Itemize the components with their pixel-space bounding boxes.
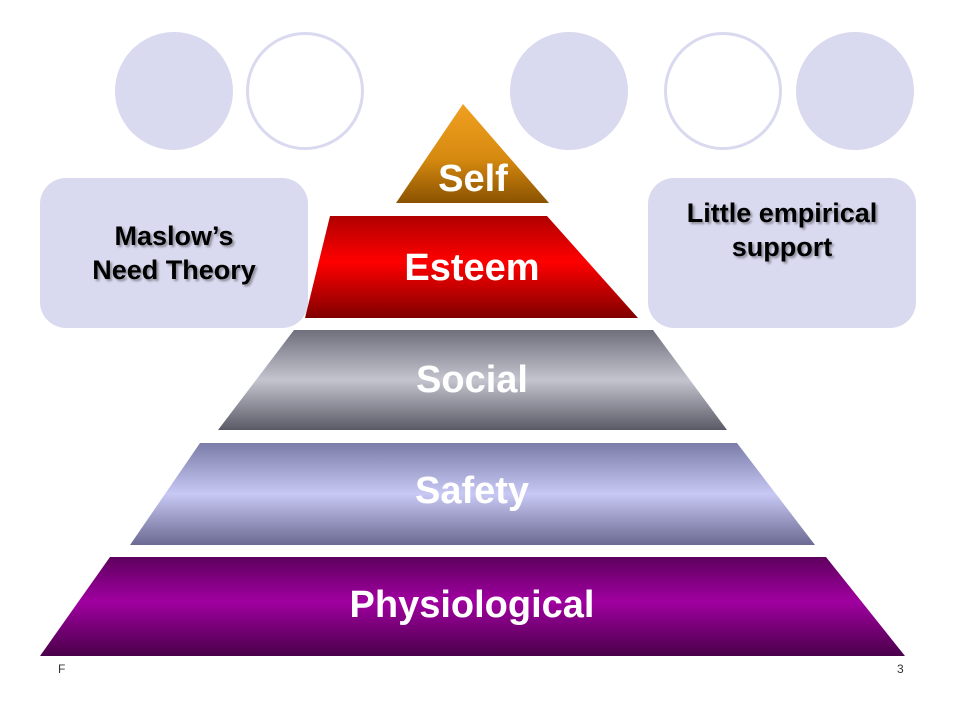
decorative-circle-3 — [510, 32, 628, 150]
decorative-circle-1 — [115, 32, 233, 150]
pyramid-level-safety: Safety — [130, 443, 815, 545]
decorative-circle-4 — [664, 32, 782, 150]
maslow-theory-box: Maslow’s Need Theory — [40, 178, 308, 328]
empirical-support-box: Little empirical support — [648, 178, 916, 328]
page-number: 3 — [897, 662, 904, 676]
pyramid-level-physiological: Physiological — [40, 557, 905, 656]
pyramid-level-social: Social — [218, 330, 727, 430]
pyramid-level-esteem: Esteem — [305, 216, 638, 318]
maslow-theory-label: Maslow’s Need Theory — [92, 221, 256, 285]
footer-left-text: F — [58, 662, 66, 676]
decorative-circle-2 — [246, 32, 364, 150]
level-label-social: Social — [416, 359, 528, 401]
decorative-circle-5 — [796, 32, 914, 150]
level-label-safety: Safety — [415, 470, 529, 512]
pyramid-level-self: Self — [396, 104, 549, 203]
level-label-physiological: Physiological — [350, 584, 595, 626]
level-label-self: Self — [438, 158, 508, 200]
empirical-support-label: Little empirical support — [686, 198, 878, 262]
level-label-esteem: Esteem — [404, 247, 539, 289]
